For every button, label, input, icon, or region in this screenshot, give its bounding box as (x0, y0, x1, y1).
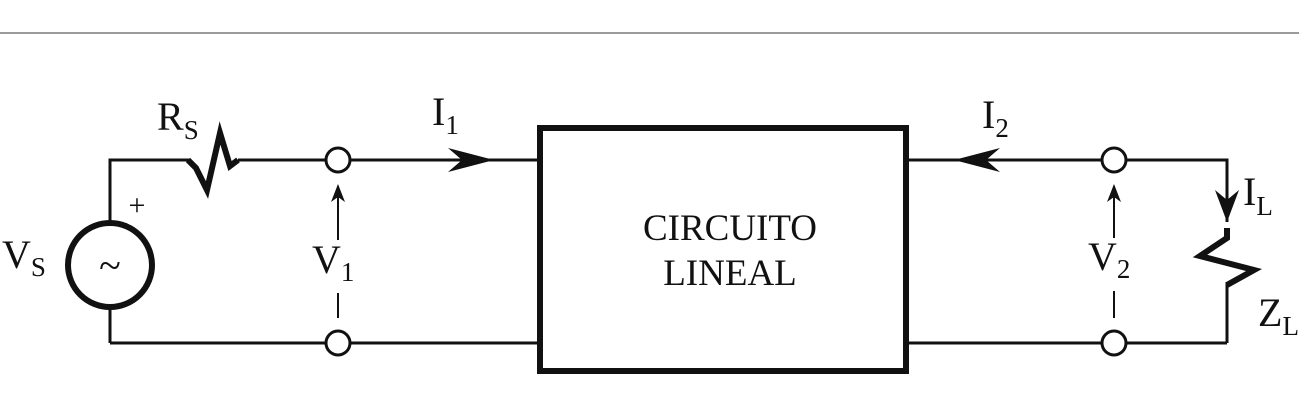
rs-label: RS (157, 94, 199, 145)
i2-arrow-head (954, 148, 1000, 172)
i1-arrow-head (448, 148, 494, 172)
source-polarity: + (129, 189, 146, 222)
source-top-wire (108, 158, 190, 222)
il-arrow-head (1215, 190, 1239, 222)
i2-label: I2 (982, 92, 1009, 143)
wire-terminal2-to-load (1126, 158, 1229, 222)
v1-label: V1 (312, 237, 354, 287)
port1-bottom-terminal (324, 329, 352, 357)
vs-label: VS (2, 232, 46, 282)
port2-top-terminal (1100, 146, 1128, 174)
v2-arrow-head (1107, 184, 1121, 202)
zl-label: ZL (1258, 290, 1299, 341)
port2-bottom-terminal (1100, 329, 1128, 357)
box-label-line1: CIRCUITO (643, 208, 817, 249)
voltage-source (65, 220, 155, 310)
i1-label: I1 (432, 89, 459, 140)
source-symbol: ~ (99, 243, 121, 288)
v1-arrow-head (331, 184, 345, 202)
il-label: IL (1243, 169, 1273, 221)
v2-label: V2 (1088, 234, 1130, 284)
port1-top-terminal (324, 146, 352, 174)
linear-circuit-box (537, 125, 909, 374)
rs-resistor (185, 121, 240, 199)
zl-resistor (1192, 228, 1263, 288)
box-label-line2: LINEAL (663, 253, 797, 294)
